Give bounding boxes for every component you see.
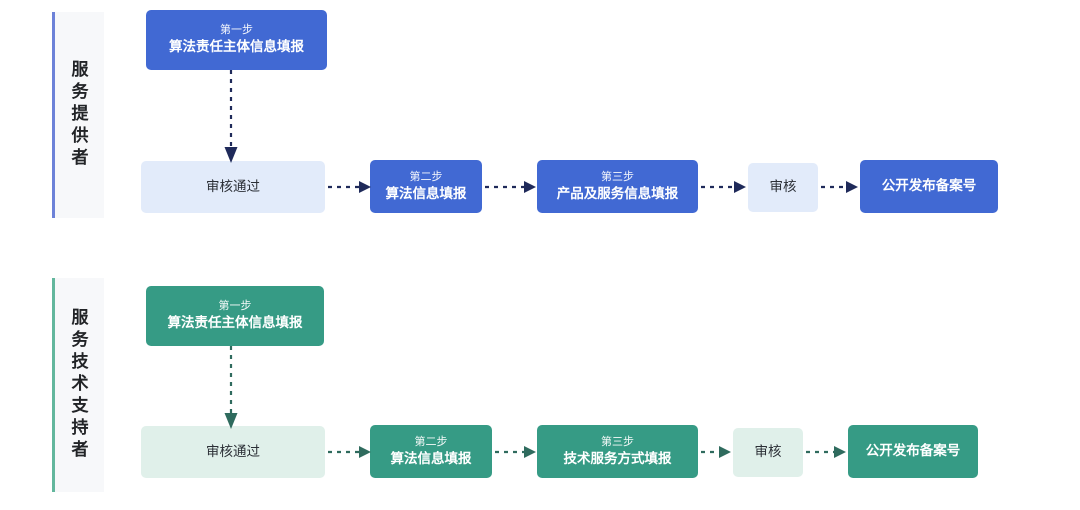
- node-title-label: 算法信息填报: [390, 450, 472, 466]
- node-title-label: 审核: [769, 179, 797, 195]
- node-title-label: 技术服务方式填报: [563, 450, 672, 466]
- connector-support-step1-to-approved: [224, 346, 238, 429]
- connector-provider-step3-to-review: [701, 181, 746, 193]
- role-accent-bar-blue: [52, 12, 55, 218]
- node-provider-review[interactable]: 审核: [748, 163, 818, 212]
- node-provider-approved[interactable]: 审核通过: [141, 161, 325, 213]
- node-title-label: 算法责任主体信息填报: [169, 39, 304, 55]
- role-label-service-tech-support: 服务技术支持者: [68, 308, 88, 462]
- node-support-review[interactable]: 审核: [733, 428, 803, 477]
- node-title-label: 公开发布备案号: [865, 443, 961, 459]
- node-support-approved[interactable]: 审核通过: [141, 426, 325, 478]
- node-title-label: 审核: [754, 444, 782, 460]
- node-provider-publish[interactable]: 公开发布备案号: [860, 160, 998, 213]
- connector-provider-approved-to-step2: [328, 181, 371, 193]
- connector-support-approved-to-step2: [328, 446, 371, 458]
- node-support-step1[interactable]: 第一步 算法责任主体信息填报: [146, 286, 324, 346]
- node-provider-step2[interactable]: 第二步 算法信息填报: [370, 160, 482, 213]
- node-step-label: 第二步: [414, 435, 448, 448]
- node-title-label: 算法信息填报: [385, 185, 467, 201]
- role-label-service-provider: 服务提供者: [68, 60, 88, 170]
- node-title-label: 产品及服务信息填报: [556, 185, 679, 201]
- node-step-label: 第一步: [220, 24, 253, 37]
- node-title-label: 公开发布备案号: [881, 178, 977, 194]
- node-step-label: 第三步: [601, 170, 634, 183]
- connector-provider-step1-to-approved: [224, 70, 238, 163]
- role-panel-service-provider: 服务提供者: [52, 12, 104, 218]
- connector-provider-step2-to-step3: [485, 181, 536, 193]
- node-title-label: 审核通过: [206, 178, 260, 194]
- node-title-label: 审核通过: [206, 443, 260, 459]
- node-step-label: 第一步: [218, 300, 252, 313]
- connector-support-review-to-publish: [806, 446, 846, 458]
- connector-support-step3-to-review: [701, 446, 731, 458]
- node-title-label: 算法责任主体信息填报: [167, 315, 303, 331]
- node-support-step3[interactable]: 第三步 技术服务方式填报: [537, 425, 698, 478]
- node-step-label: 第二步: [409, 170, 443, 183]
- connector-support-step2-to-step3: [495, 446, 536, 458]
- node-step-label: 第三步: [601, 435, 634, 448]
- node-support-step2[interactable]: 第二步 算法信息填报: [370, 425, 492, 478]
- role-accent-bar-green: [52, 278, 55, 492]
- node-provider-step1[interactable]: 第一步 算法责任主体信息填报: [146, 10, 327, 70]
- node-provider-step3[interactable]: 第三步 产品及服务信息填报: [537, 160, 698, 213]
- connector-provider-review-to-publish: [821, 181, 858, 193]
- node-support-publish[interactable]: 公开发布备案号: [848, 425, 978, 478]
- role-panel-service-tech-support: 服务技术支持者: [52, 278, 104, 492]
